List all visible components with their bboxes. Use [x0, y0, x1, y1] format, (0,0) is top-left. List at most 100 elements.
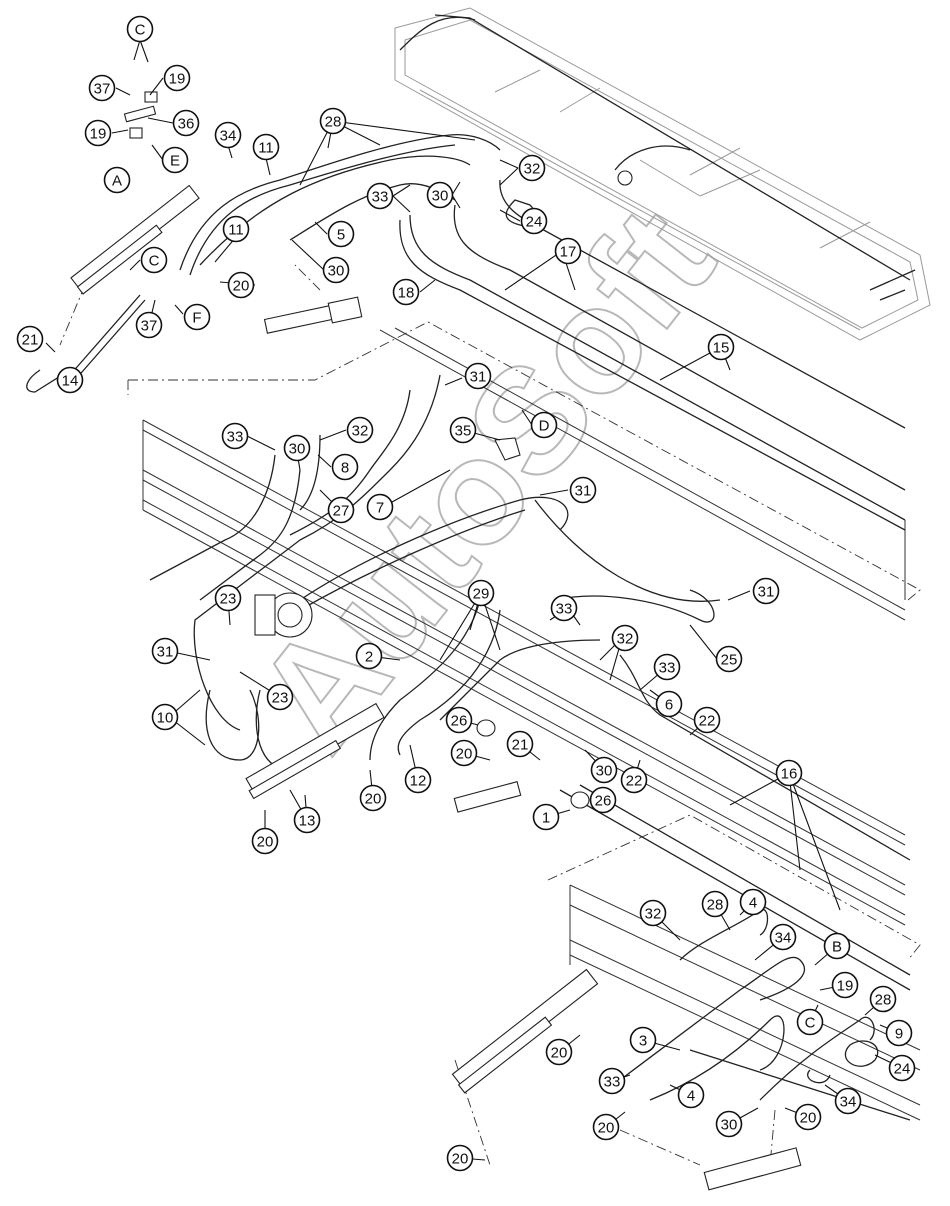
callout-label: 33: [604, 1074, 621, 1091]
callout-19-2: 19: [84, 119, 112, 147]
callout-bubble: [518, 154, 546, 182]
callout-17: 17: [554, 237, 582, 265]
callout-bubble: [611, 624, 639, 652]
callout-label: 31: [758, 584, 775, 601]
callout-30-1: 30: [426, 181, 454, 209]
callout-label: 4: [687, 1088, 695, 1105]
callout-bubble: [506, 730, 534, 758]
callout-bubble: [715, 645, 743, 673]
callout-18: 18: [392, 278, 420, 306]
callout-label: 6: [665, 697, 673, 714]
callout-label: 30: [328, 263, 345, 280]
callout-bubble: [639, 899, 667, 927]
callout-label: 22: [626, 773, 643, 790]
callout-label: 15: [713, 340, 730, 357]
clamp-lower: [570, 791, 590, 809]
hydraulic-lines-lower: [619, 908, 911, 1121]
callout-label: F: [192, 310, 201, 327]
leader-dash-3: [454, 1059, 491, 1166]
callout-label: 27: [333, 503, 350, 520]
callout-bubble: [550, 594, 578, 622]
callout-29: 29: [467, 579, 495, 607]
callout-30-4: 30: [590, 756, 618, 784]
callout-label: 33: [556, 601, 573, 618]
callout-34-2: 34: [769, 923, 797, 951]
callout-8: 8: [331, 453, 359, 481]
callout-label: 32: [645, 906, 662, 923]
callout-bubble: [135, 311, 163, 339]
callout-bubble: [266, 683, 294, 711]
leader-dash-4: [619, 1109, 776, 1166]
callout-bubble: [885, 1019, 913, 1047]
callout-32-4: 32: [639, 899, 667, 927]
callout-bubble: [214, 584, 242, 612]
callout-33-3: 33: [550, 594, 578, 622]
callout-label: 31: [157, 644, 174, 661]
callout-bubble: [707, 333, 735, 361]
callout-label: 23: [220, 591, 237, 608]
callout-label: 11: [258, 140, 274, 157]
hydraulic-cylinder-upper-center: [263, 296, 363, 334]
callout-bubble: [16, 325, 44, 353]
callout-label: A: [112, 173, 122, 190]
callout-bubble: [450, 739, 478, 767]
callout-20-7: 20: [794, 1103, 822, 1131]
callout-d: D: [530, 411, 558, 439]
callout-bubble: [151, 703, 179, 731]
callout-bubble: [869, 985, 897, 1013]
callout-label: 23: [272, 690, 289, 707]
hydraulic-cylinder-upper-left: [70, 184, 200, 295]
callout-24-1: 24: [520, 207, 548, 235]
callout-20-1: 20: [227, 271, 255, 299]
callout-label: D: [539, 418, 550, 435]
callout-bubble: [794, 1103, 822, 1131]
callout-label: 4: [749, 895, 757, 912]
callout-bubble: [126, 15, 154, 43]
callout-label: C: [149, 253, 160, 270]
callout-label: 18: [398, 285, 415, 302]
callout-5: 5: [327, 220, 355, 248]
callout-label: 33: [659, 660, 676, 677]
callout-21-2: 21: [506, 730, 534, 758]
callout-label: C: [135, 22, 146, 39]
callout-label: 17: [560, 244, 577, 261]
callout-14: 14: [56, 366, 84, 394]
callout-28-3: 28: [869, 985, 897, 1013]
callout-9: 9: [885, 1019, 913, 1047]
callout-bubble: [569, 476, 597, 504]
callout-bubble: [331, 453, 359, 481]
callout-19-1: 19: [163, 64, 191, 92]
callout-label: 8: [341, 460, 349, 477]
callout-label: 37: [141, 318, 158, 335]
callout-bubble: [464, 362, 492, 390]
callout-b: B: [823, 932, 851, 960]
callout-label: 19: [837, 978, 854, 995]
callout-bubble: [796, 1008, 824, 1036]
callout-bubble: [319, 107, 347, 135]
hydraulic-cylinder-lower-right: [703, 1147, 802, 1191]
callout-33-5: 33: [598, 1067, 626, 1095]
callout-label: 16: [781, 766, 798, 783]
callout-bubble: [888, 1054, 916, 1082]
callout-label: 20: [598, 1120, 615, 1137]
callout-label: 19: [169, 71, 186, 88]
callout-bubble: [327, 220, 355, 248]
section-boundary-upper: [127, 321, 921, 601]
callout-bubble: [366, 493, 394, 521]
callout-label: 26: [595, 793, 612, 810]
callout-label: 32: [352, 423, 369, 440]
callout-label: 33: [227, 429, 244, 446]
hydraulic-cylinder-middle-small: [453, 781, 522, 813]
callout-bubble: [222, 215, 250, 243]
callout-32-3: 32: [611, 624, 639, 652]
callout-11-2: 11: [222, 215, 250, 243]
callout-22-1: 22: [693, 706, 721, 734]
callout-2: 2: [355, 642, 383, 670]
callout-35: 35: [449, 416, 477, 444]
callout-bubble: [327, 496, 355, 524]
callout-bubble: [251, 827, 279, 855]
callout-bubble: [161, 146, 189, 174]
callout-bubble: [831, 971, 859, 999]
callout-26-2: 26: [589, 786, 617, 814]
callout-bubble: [467, 579, 495, 607]
